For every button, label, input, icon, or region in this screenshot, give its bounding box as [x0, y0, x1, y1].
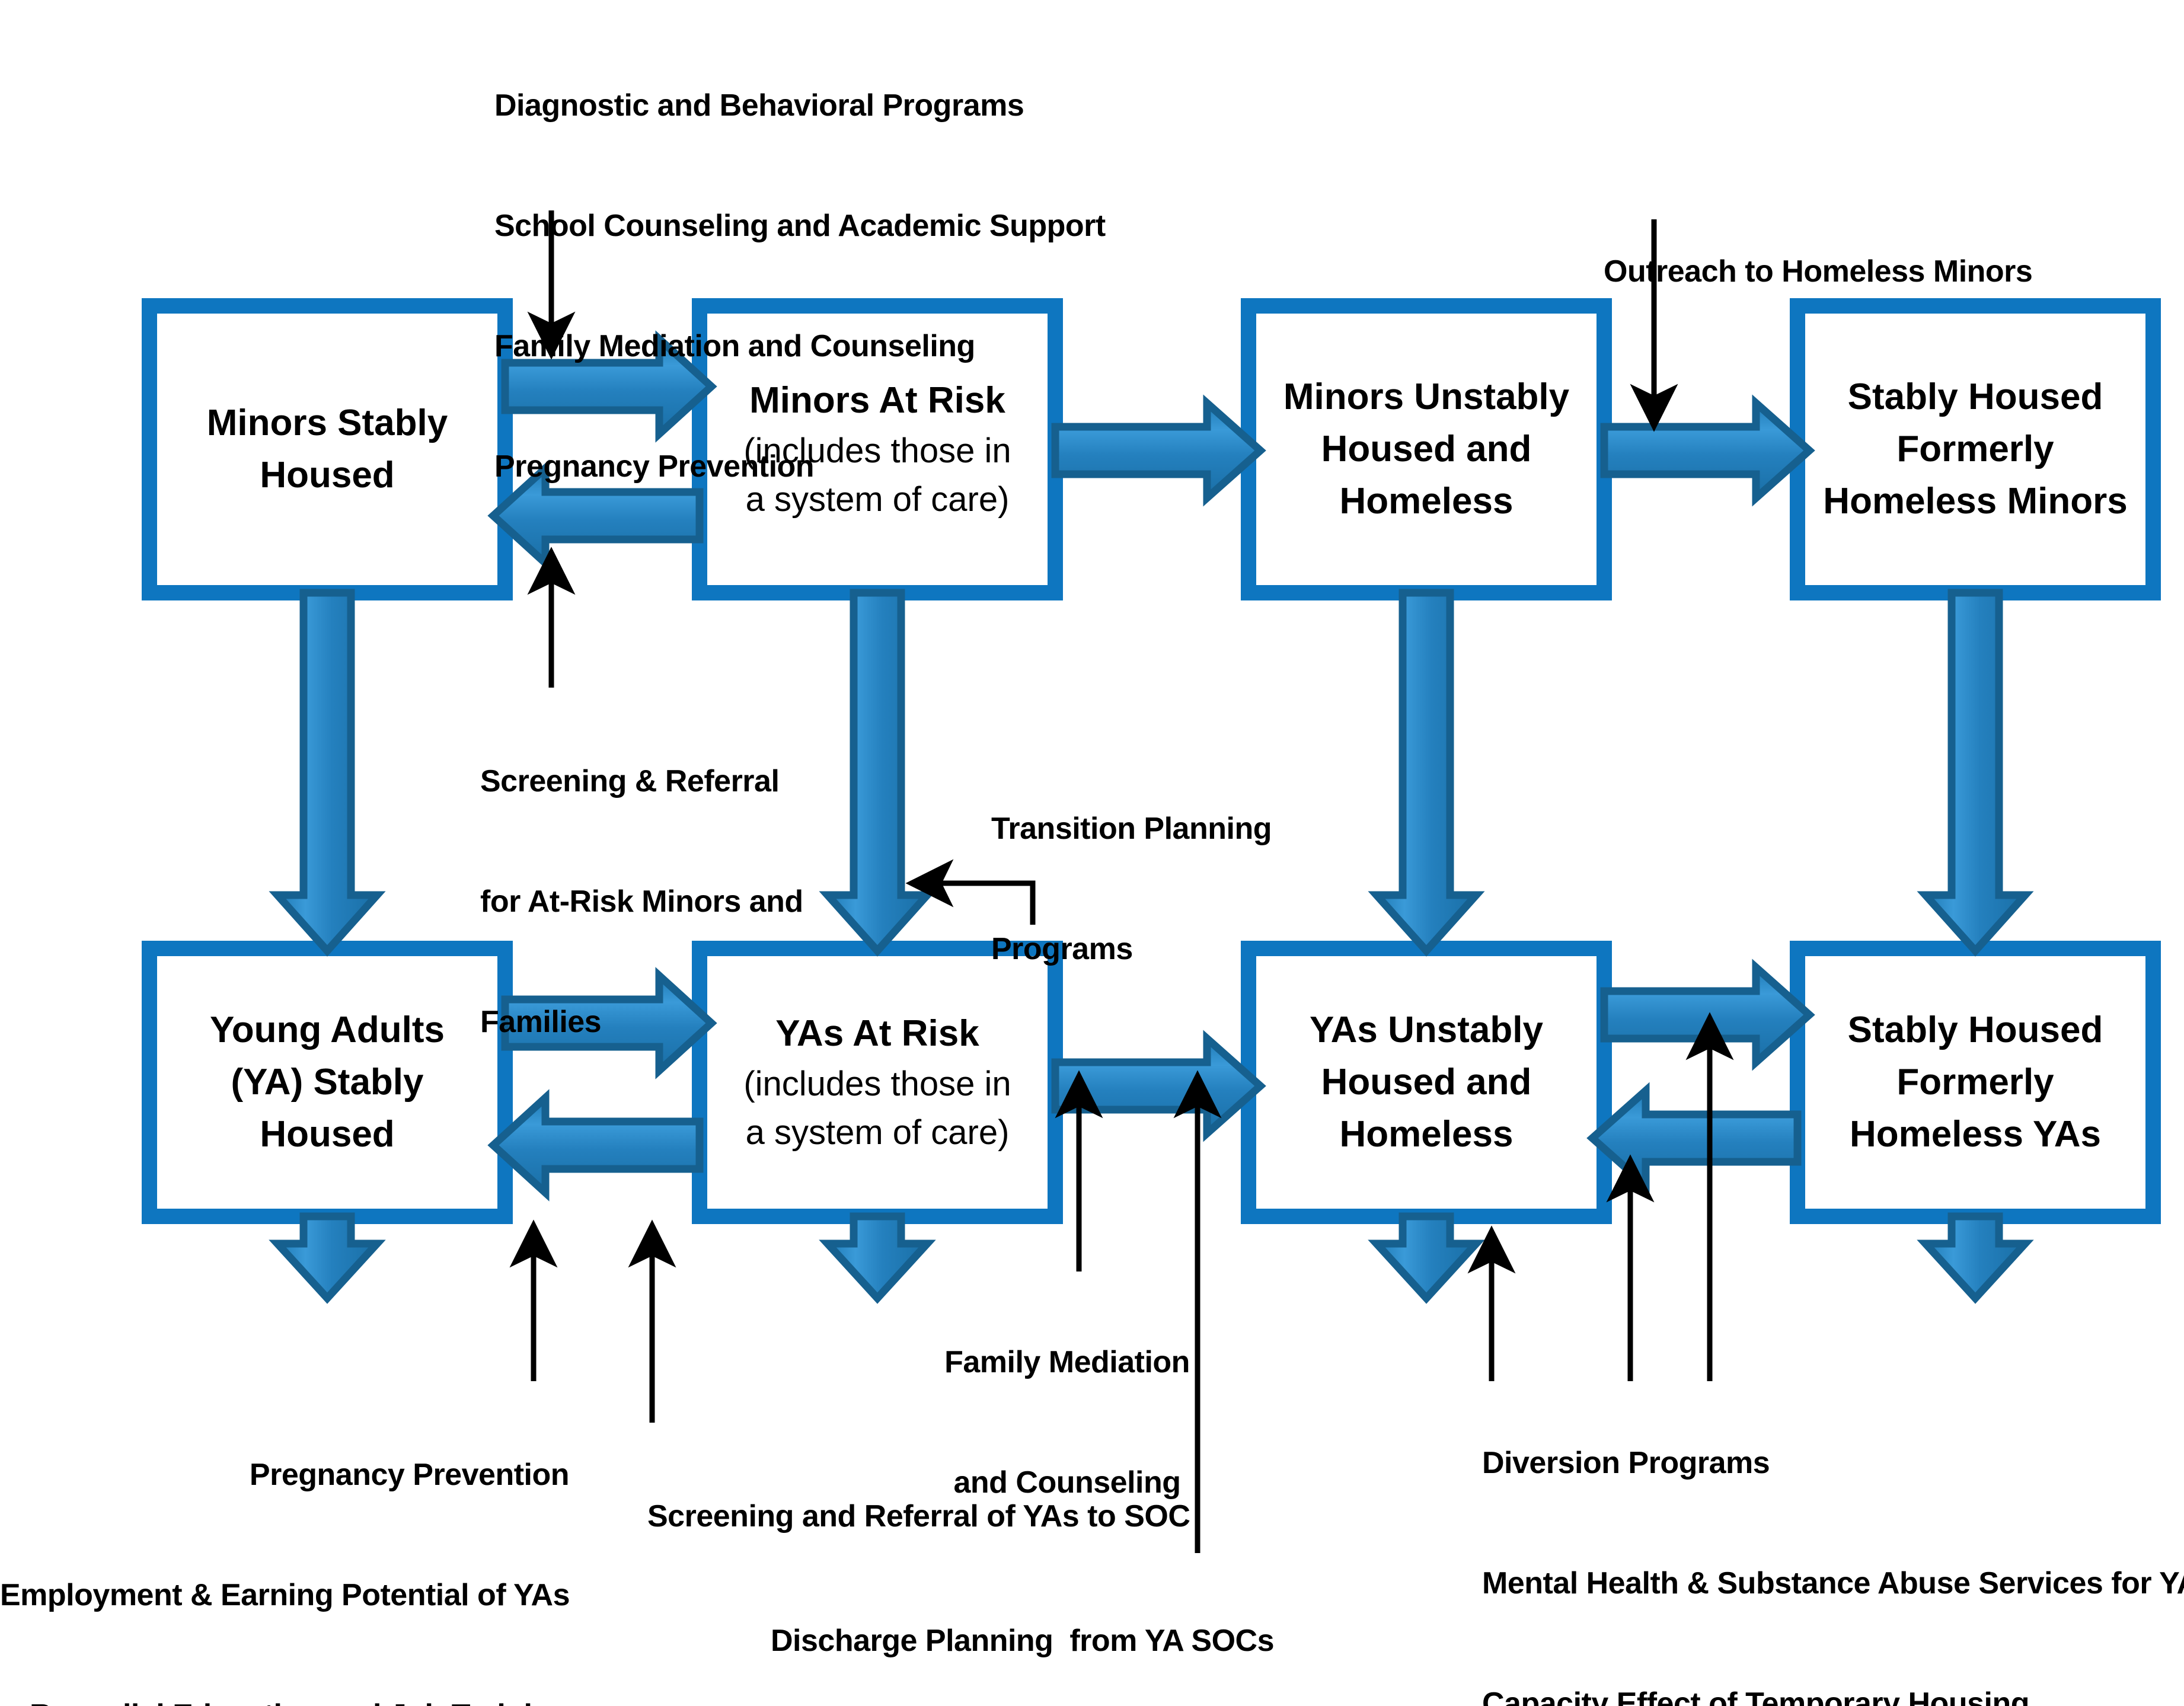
annotation-top-left-programs: Diagnostic and Behavioral Programs Schoo…	[494, 6, 1106, 567]
annotation-line: Pregnancy Prevention	[249, 1458, 570, 1493]
label-line: Homeless YAs	[1850, 1114, 2101, 1155]
exit-arrow-yas-at-risk	[819, 1212, 936, 1304]
annotation-line: Families	[480, 1004, 602, 1039]
exit-arrow-stably-housed-formerly-homeless-yas	[1917, 1212, 2034, 1304]
label-line: Stably Housed	[1847, 376, 2103, 417]
annotation-family-mediation-counseling-ya: Family Mediation and Counseling	[883, 1263, 1251, 1583]
arrow-minors-unstably-to-stably-formerly	[1600, 394, 1815, 507]
label-ya-stably-housed: Young Adults (YA) Stably Housed	[149, 948, 505, 1216]
label-line: Minors Unstably	[1283, 376, 1570, 417]
label-line: Minors Stably	[206, 402, 448, 443]
label-line: Housed and	[1321, 428, 1532, 469]
arrow-minors-stably-down-to-ya-stably	[269, 589, 386, 957]
annotation-line: Programs	[991, 931, 1133, 966]
label-line: YAs At Risk	[775, 1012, 979, 1054]
label-line: (YA) Stably	[231, 1061, 424, 1103]
label-line: (includes those in	[743, 431, 1011, 470]
annotation-line: Discharge Planning from YA SOCs	[771, 1624, 1274, 1659]
label-line: Housed	[260, 1114, 395, 1155]
label-stably-housed-formerly-homeless-minors: Stably Housed Formerly Homeless Minors	[1797, 306, 2153, 593]
annotation-line: School Counseling and Academic Support	[494, 208, 1106, 243]
annotation-outreach-homeless-minors: Outreach to Homeless Minors	[1604, 172, 2033, 372]
label-yas-at-risk: YAs At Risk (includes those in a system …	[700, 948, 1055, 1216]
label-line: (includes those in	[743, 1064, 1011, 1103]
leader-transition-planning	[905, 859, 1036, 925]
annotation-line: Mental Health & Substance Abuse Services…	[1482, 1566, 2184, 1600]
annotation-line: Screening and Referral of YAs to SOC	[647, 1499, 1190, 1534]
arrow-stably-formerly-to-ya-unstably	[1586, 1082, 1802, 1194]
annotation-ya-homeless-programs: Diversion Programs Mental Health & Subst…	[1482, 1363, 2184, 1706]
annotation-line: Remedial Education and Job Training	[0, 1696, 569, 1706]
annotation-screening-referral-ya-to-soc: Screening and Referral of YAs to SOC	[647, 1417, 1190, 1617]
annotation-line: Transition Planning	[991, 812, 1272, 846]
annotation-line: Diagnostic and Behavioral Programs	[494, 88, 1024, 123]
exit-arrow-yas-unstably-housed	[1368, 1212, 1485, 1304]
label-line: Formerly	[1896, 428, 2054, 469]
annotation-line: Diversion Programs	[1482, 1446, 1770, 1481]
annotation-screening-referral-minors: Screening & Referral for At-Risk Minors …	[480, 682, 803, 1123]
arrow-ya-at-risk-to-unstably	[1051, 1030, 1266, 1142]
annotation-line: Employment & Earning Potential of YAs	[0, 1577, 570, 1612]
arrow-minors-unstably-down-to-yas-unstably	[1368, 589, 1485, 957]
arrow-minors-at-risk-down-to-yas-at-risk	[819, 589, 936, 957]
arrow-minors-stably-to-at-risk	[501, 330, 717, 443]
annotation-line: Family Mediation and Counseling	[494, 328, 975, 363]
annotation-ya-left-programs: Pregnancy Prevention Employment & Earnin…	[0, 1375, 570, 1706]
annotation-line: Screening & Referral	[480, 764, 780, 799]
label-minors-stably-housed: Minors Stably Housed	[149, 306, 505, 593]
label-line: Formerly	[1896, 1061, 2054, 1103]
annotation-discharge-planning-ya-socs: Discharge Planning from YA SOCs	[771, 1541, 1274, 1706]
annotation-line: Pregnancy Prevention	[494, 449, 815, 484]
label-yas-unstably-housed: YAs Unstably Housed and Homeless	[1249, 948, 1604, 1216]
annotation-line: Family Mediation	[944, 1345, 1190, 1380]
arrow-minors-at-risk-to-unstably	[1051, 394, 1266, 507]
label-line: a system of care)	[745, 1113, 1010, 1152]
box-stably-housed-formerly-homeless-minors[interactable]	[1790, 298, 2161, 600]
label-line: Housed	[260, 455, 395, 496]
box-stably-housed-formerly-homeless-yas[interactable]	[1790, 941, 2161, 1224]
label-line: Minors At Risk	[749, 379, 1005, 421]
label-line: Homeless Minors	[1823, 481, 2128, 522]
label-minors-unstably-housed: Minors Unstably Housed and Homeless	[1249, 306, 1604, 593]
arrow-minors-at-risk-to-stably	[487, 459, 704, 572]
label-line: Housed and	[1321, 1061, 1532, 1103]
arrow-stably-formerly-minors-down-to-yas	[1917, 589, 2034, 957]
label-line: Stably Housed	[1847, 1009, 2103, 1050]
label-line: Homeless	[1339, 1114, 1514, 1155]
annotation-transition-planning-programs: Transition Planning Programs	[991, 729, 1272, 1050]
label-line: YAs Unstably	[1310, 1009, 1543, 1050]
label-line: a system of care)	[745, 480, 1010, 519]
annotation-line: and Counseling	[953, 1465, 1182, 1500]
annotation-line: Capacity Effect of Temporary Housing	[1482, 1686, 2029, 1706]
annotation-line: Outreach to Homeless Minors	[1604, 254, 2033, 289]
label-stably-housed-formerly-homeless-yas: Stably Housed Formerly Homeless YAs	[1797, 948, 2153, 1216]
label-minors-at-risk: Minors At Risk (includes those in a syst…	[700, 306, 1055, 593]
arrow-ya-unstably-to-stably-formerly	[1600, 959, 1815, 1071]
arrow-ya-at-risk-to-stably	[487, 1089, 704, 1202]
label-line: Young Adults	[209, 1009, 445, 1050]
arrow-ya-stably-to-at-risk	[501, 967, 717, 1079]
label-line: Homeless	[1339, 481, 1514, 522]
annotation-line: for At-Risk Minors and	[480, 884, 803, 919]
exit-arrow-ya-stably-housed	[269, 1212, 386, 1304]
